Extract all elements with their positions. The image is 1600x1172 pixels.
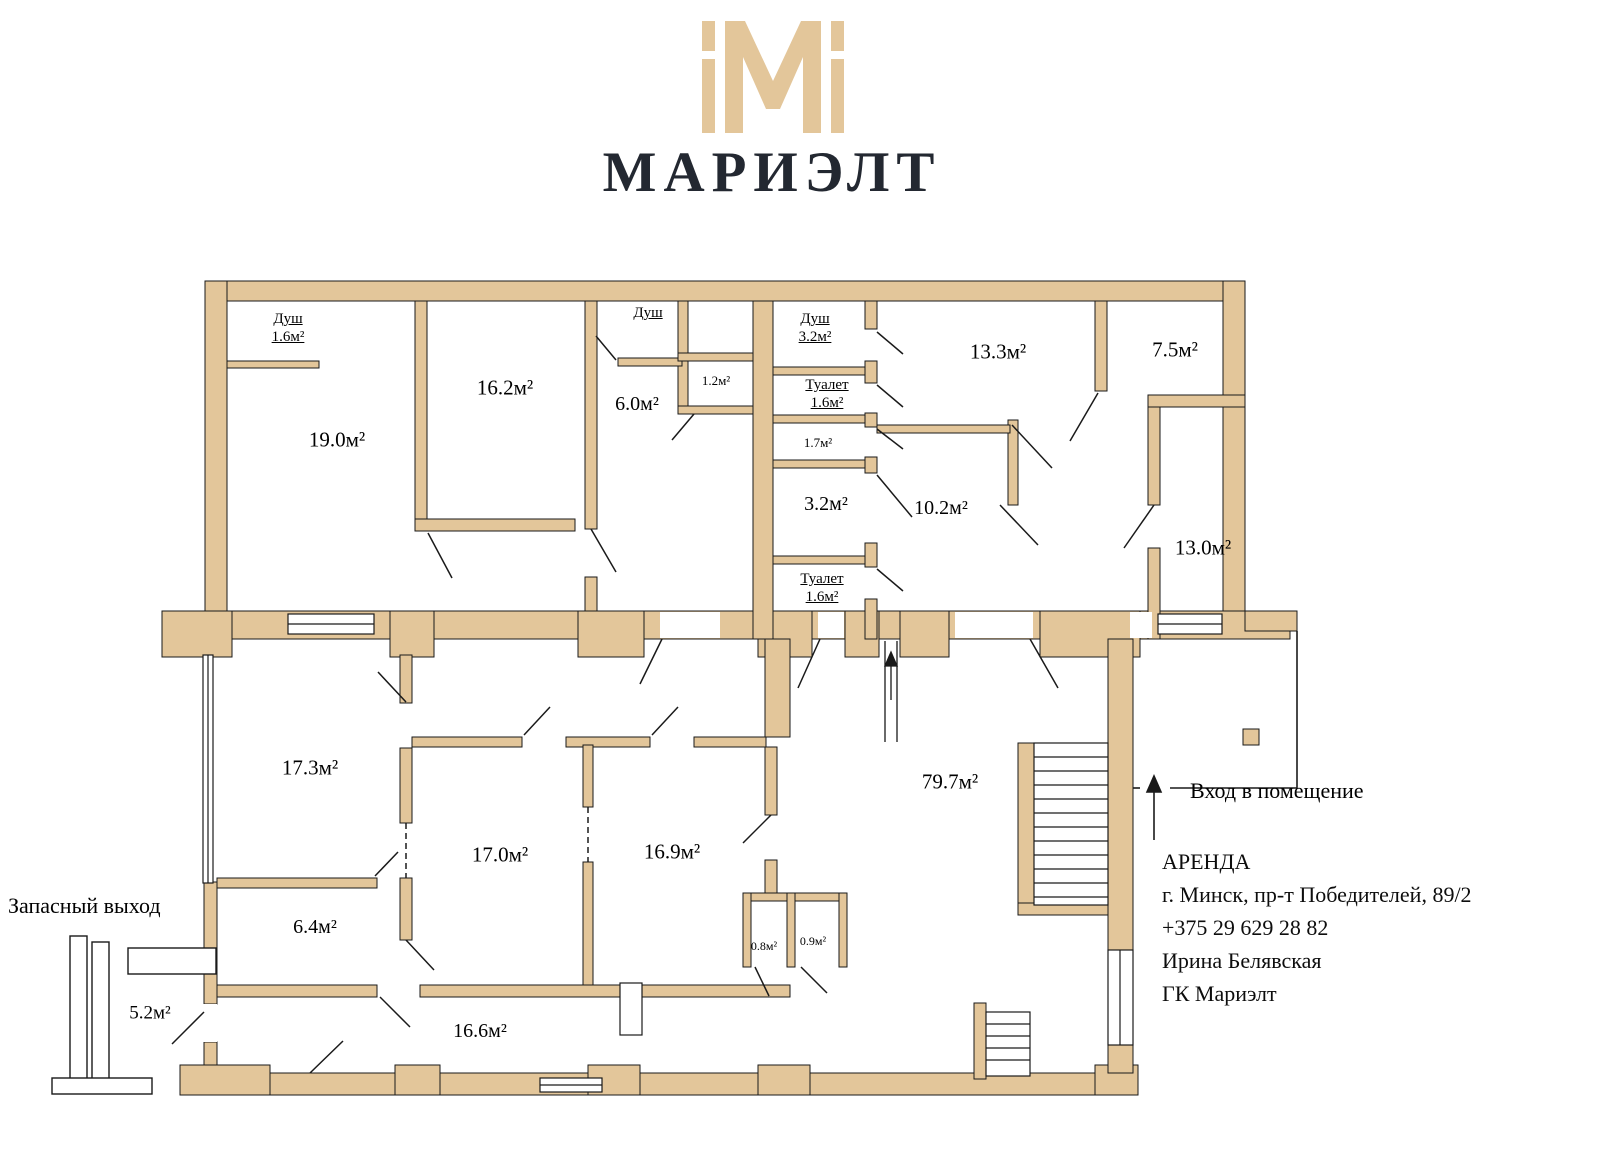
contact-line-company: ГК Мариэлт [1162,981,1277,1006]
contact-line-rent: АРЕНДА [1162,849,1251,874]
staircase-small-icon [985,1011,1031,1077]
walls-group [161,280,1298,1096]
entrance-lobby [1133,631,1298,789]
staircase-main-icon [1033,742,1109,906]
corridor-arrow-icon [884,641,898,742]
brand-name: МАРИЭЛТ [602,141,942,204]
emergency-exit-label: Запасный выход [8,893,161,918]
wall-openings-group [203,612,1170,1042]
windows-group [202,613,1223,1093]
contact-line-address: г. Минск, пр-т Победителей, 89/2 [1162,882,1472,907]
contact-line-phone: +375 29 629 28 82 [1162,915,1329,940]
entrance-label: Вход в помещение [1190,778,1364,803]
emergency-exit-stairs-icon [51,935,217,1095]
contact-line-agent: Ирина Белявская [1162,948,1322,973]
doors-group [171,331,1155,1074]
entrance-arrow-icon [1145,774,1163,840]
brand-logo-m-icon [702,21,844,133]
contact-block: АРЕНДА г. Минск, пр-т Победителей, 89/2 … [1162,845,1472,1010]
